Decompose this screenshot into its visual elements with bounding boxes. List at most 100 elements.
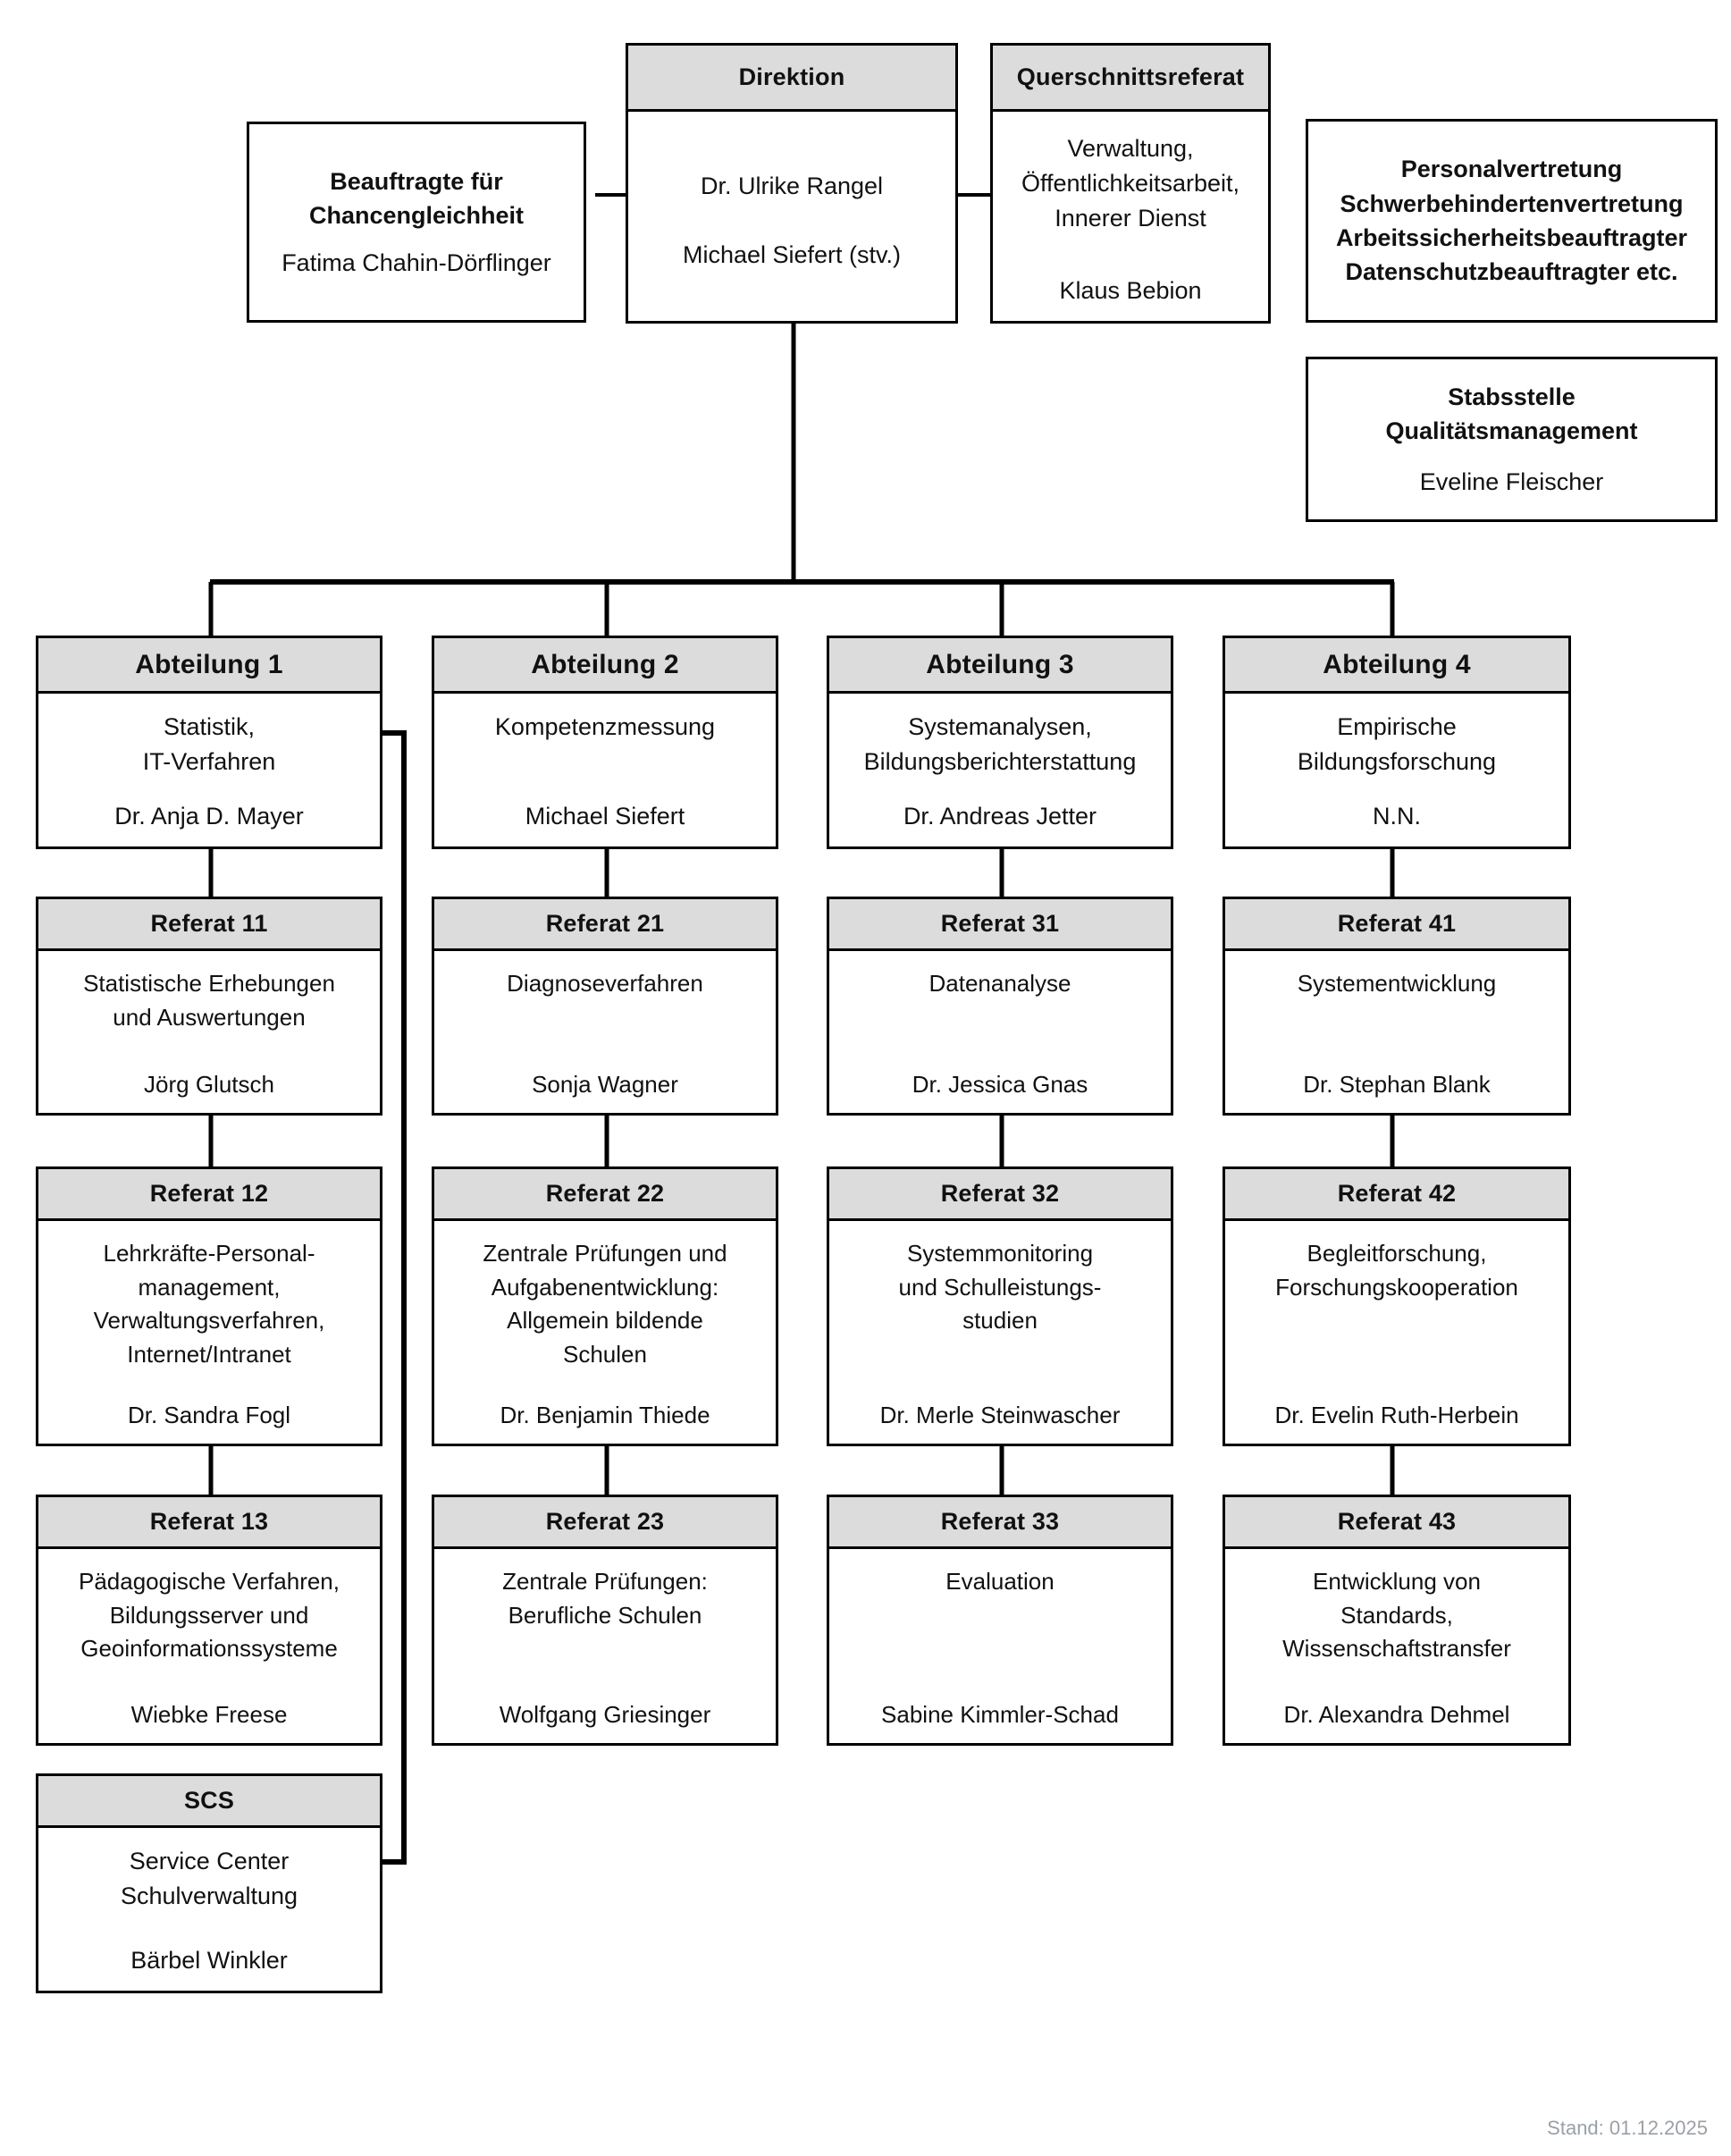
referat-31-task: Datenanalyse — [929, 970, 1071, 997]
box-referat-32[interactable]: Referat 32 Systemmonitoring und Schullei… — [827, 1166, 1173, 1446]
referat-42-body: Begleitforschung, Forschungskooperation … — [1225, 1221, 1568, 1444]
box-abteilung-4[interactable]: Abteilung 4 Empirische Bildungsforschung… — [1223, 636, 1571, 849]
scs-task: Service Center Schulverwaltung — [120, 1848, 298, 1910]
box-stabsstelle-qualitaetsmanagement[interactable]: Stabsstelle Qualitätsmanagement Eveline … — [1306, 357, 1718, 522]
box-scs[interactable]: SCS Service Center Schulverwaltung Bärbe… — [36, 1773, 382, 1993]
box-referat-31[interactable]: Referat 31 Datenanalyse Dr. Jessica Gnas — [827, 897, 1173, 1116]
referat-33-person: Sabine Kimmler-Schad — [881, 1700, 1119, 1728]
referat-22-person: Dr. Benjamin Thiede — [500, 1401, 710, 1428]
abteilung-3-person: Dr. Andreas Jetter — [903, 803, 1097, 830]
referat-11-body: Statistische Erhebungen und Auswertungen… — [38, 951, 380, 1113]
box-abteilung-3[interactable]: Abteilung 3 Systemanalysen, Bildungsberi… — [827, 636, 1173, 849]
referat-32-header: Referat 32 — [829, 1169, 1171, 1221]
referat-11-task: Statistische Erhebungen und Auswertungen — [83, 970, 335, 1031]
referat-12-task: Lehrkräfte-Personal- management, Verwalt… — [93, 1240, 325, 1369]
referat-33-task: Evaluation — [945, 1568, 1055, 1595]
abteilung-2-task: Kompetenzmessung — [494, 713, 716, 740]
referat-23-task: Zentrale Prüfungen: Berufliche Schulen — [502, 1568, 708, 1629]
referat-41-person: Dr. Stephan Blank — [1303, 1070, 1491, 1098]
referat-23-person: Wolfgang Griesinger — [499, 1700, 711, 1728]
box-beauftragte-chancengleichheit[interactable]: Beauftragte für Chancengleichheit Fatima… — [247, 122, 586, 323]
box-querschnittsreferat[interactable]: Querschnittsreferat Verwaltung, Öffentli… — [990, 43, 1271, 324]
referat-33-body: Evaluation Sabine Kimmler-Schad — [829, 1549, 1171, 1743]
referat-31-body: Datenanalyse Dr. Jessica Gnas — [829, 951, 1171, 1113]
abteilung-4-person: N.N. — [1373, 803, 1421, 830]
box-referat-13[interactable]: Referat 13 Pädagogische Verfahren, Bildu… — [36, 1495, 382, 1746]
stabsstelle-person: Eveline Fleischer — [1419, 467, 1604, 495]
abteilung-2-body: Kompetenzmessung Michael Siefert — [434, 694, 776, 846]
referat-43-person: Dr. Alexandra Dehmel — [1283, 1700, 1510, 1728]
box-abteilung-1[interactable]: Abteilung 1 Statistik, IT-Verfahren Dr. … — [36, 636, 382, 849]
referat-22-task: Zentrale Prüfungen und Aufgabenentwicklu… — [483, 1240, 727, 1369]
referat-41-body: Systementwicklung Dr. Stephan Blank — [1225, 951, 1568, 1113]
referat-42-task: Begleitforschung, Forschungskooperation — [1275, 1240, 1518, 1301]
scs-person: Bärbel Winkler — [130, 1947, 288, 1975]
abteilung-4-task: Empirische Bildungsforschung — [1297, 713, 1497, 776]
referat-32-person: Dr. Merle Steinwascher — [879, 1401, 1121, 1428]
referat-13-person: Wiebke Freese — [130, 1700, 288, 1728]
referat-23-header: Referat 23 — [434, 1497, 776, 1549]
referat-13-task: Pädagogische Verfahren, Bildungsserver u… — [79, 1568, 340, 1663]
beauftragte-title: Beauftragte für Chancengleichheit — [308, 168, 525, 230]
abteilung-4-body: Empirische Bildungsforschung N.N. — [1225, 694, 1568, 846]
abteilung-1-header: Abteilung 1 — [38, 638, 380, 694]
referat-43-task: Entwicklung von Standards, Wissenschafts… — [1282, 1568, 1511, 1663]
referat-32-task: Systemmonitoring und Schulleistungs- stu… — [898, 1240, 1102, 1335]
beauftragte-person: Fatima Chahin-Dörflinger — [281, 248, 551, 276]
referat-22-body: Zentrale Prüfungen und Aufgabenentwicklu… — [434, 1221, 776, 1444]
box-referat-42[interactable]: Referat 42 Begleitforschung, Forschungsk… — [1223, 1166, 1571, 1446]
direktion-person-2: Michael Siefert (stv.) — [682, 241, 902, 269]
referat-42-header: Referat 42 — [1225, 1169, 1568, 1221]
referat-32-body: Systemmonitoring und Schulleistungs- stu… — [829, 1221, 1171, 1444]
referat-11-header: Referat 11 — [38, 899, 380, 951]
box-vertretungen[interactable]: Personalvertretung Schwerbehindertenvert… — [1306, 119, 1718, 323]
querschnittsreferat-person: Klaus Bebion — [1059, 277, 1202, 305]
referat-12-person: Dr. Sandra Fogl — [127, 1401, 291, 1428]
abteilung-2-person: Michael Siefert — [525, 803, 685, 830]
abteilung-3-body: Systemanalysen, Bildungsberichterstattun… — [829, 694, 1171, 846]
querschnittsreferat-header: Querschnittsreferat — [993, 46, 1268, 112]
referat-21-person: Sonja Wagner — [532, 1070, 678, 1098]
referat-21-header: Referat 21 — [434, 899, 776, 951]
box-referat-22[interactable]: Referat 22 Zentrale Prüfungen und Aufgab… — [432, 1166, 778, 1446]
abteilung-4-header: Abteilung 4 — [1225, 638, 1568, 694]
abteilung-3-header: Abteilung 3 — [829, 638, 1171, 694]
querschnittsreferat-task: Verwaltung, Öffentlichkeitsarbeit, Inner… — [1021, 135, 1240, 232]
box-referat-43[interactable]: Referat 43 Entwicklung von Standards, Wi… — [1223, 1495, 1571, 1746]
referat-41-task: Systementwicklung — [1297, 970, 1497, 997]
scs-header: SCS — [38, 1776, 380, 1828]
direktion-person-1: Dr. Ulrike Rangel — [700, 172, 884, 199]
referat-12-header: Referat 12 — [38, 1169, 380, 1221]
referat-11-person: Jörg Glutsch — [144, 1070, 274, 1098]
direktion-header: Direktion — [628, 46, 955, 112]
referat-43-body: Entwicklung von Standards, Wissenschafts… — [1225, 1549, 1568, 1743]
abteilung-2-header: Abteilung 2 — [434, 638, 776, 694]
referat-43-header: Referat 43 — [1225, 1497, 1568, 1549]
box-abteilung-2[interactable]: Abteilung 2 Kompetenzmessung Michael Sie… — [432, 636, 778, 849]
scs-body: Service Center Schulverwaltung Bärbel Wi… — [38, 1828, 380, 1991]
abteilung-1-body: Statistik, IT-Verfahren Dr. Anja D. Maye… — [38, 694, 380, 846]
referat-41-header: Referat 41 — [1225, 899, 1568, 951]
box-direktion[interactable]: Direktion Dr. Ulrike Rangel Michael Sief… — [626, 43, 958, 324]
abteilung-1-person: Dr. Anja D. Mayer — [114, 803, 304, 830]
box-referat-41[interactable]: Referat 41 Systementwicklung Dr. Stephan… — [1223, 897, 1571, 1116]
direktion-body: Dr. Ulrike Rangel Michael Siefert (stv.) — [628, 112, 955, 321]
referat-22-header: Referat 22 — [434, 1169, 776, 1221]
referat-13-header: Referat 13 — [38, 1497, 380, 1549]
referat-21-task: Diagnoseverfahren — [507, 970, 703, 997]
abteilung-3-task: Systemanalysen, Bildungsberichterstattun… — [863, 713, 1137, 776]
box-referat-33[interactable]: Referat 33 Evaluation Sabine Kimmler-Sch… — [827, 1495, 1173, 1746]
stabsstelle-title: Stabsstelle Qualitätsmanagement — [1385, 383, 1638, 445]
referat-23-body: Zentrale Prüfungen: Berufliche Schulen W… — [434, 1549, 776, 1743]
referat-33-header: Referat 33 — [829, 1497, 1171, 1549]
box-referat-12[interactable]: Referat 12 Lehrkräfte-Personal- manageme… — [36, 1166, 382, 1446]
querschnittsreferat-body: Verwaltung, Öffentlichkeitsarbeit, Inner… — [993, 112, 1268, 321]
box-referat-23[interactable]: Referat 23 Zentrale Prüfungen: Beruflich… — [432, 1495, 778, 1746]
box-referat-11[interactable]: Referat 11 Statistische Erhebungen und A… — [36, 897, 382, 1116]
box-referat-21[interactable]: Referat 21 Diagnoseverfahren Sonja Wagne… — [432, 897, 778, 1116]
vertretungen-title: Personalvertretung Schwerbehindertenvert… — [1335, 156, 1688, 286]
referat-31-header: Referat 31 — [829, 899, 1171, 951]
referat-13-body: Pädagogische Verfahren, Bildungsserver u… — [38, 1549, 380, 1743]
referat-31-person: Dr. Jessica Gnas — [912, 1070, 1088, 1098]
